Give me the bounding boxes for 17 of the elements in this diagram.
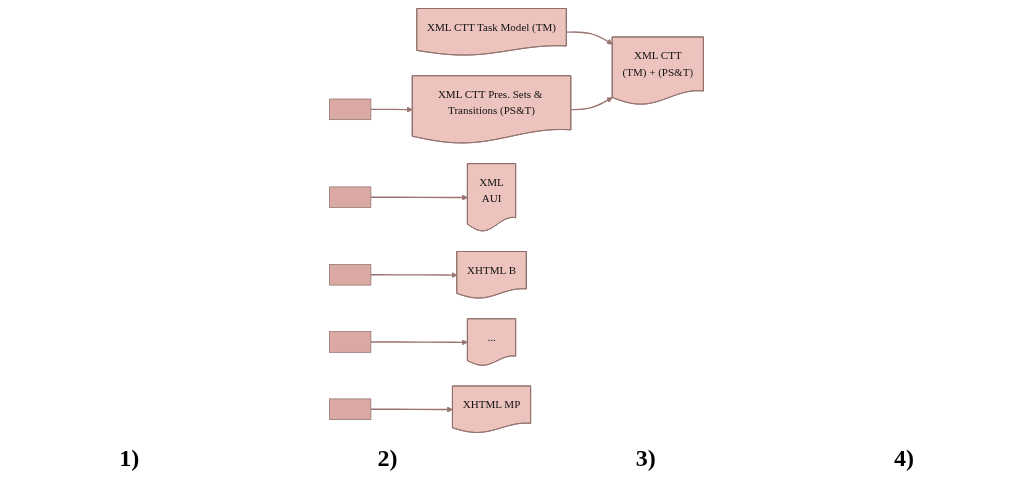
- node-bar: [329, 98, 372, 120]
- node-bar: [329, 330, 372, 353]
- step-number: 1): [119, 445, 140, 472]
- arrow: [370, 194, 469, 201]
- arrow: [370, 406, 454, 413]
- step-number: 3): [635, 445, 656, 472]
- arrow: [566, 30, 613, 44]
- node-bar: [329, 263, 372, 285]
- arrow: [570, 96, 613, 110]
- arrow: [370, 338, 469, 345]
- arrow: [370, 271, 458, 278]
- step-number: 4): [893, 445, 914, 472]
- arrow: [370, 106, 413, 113]
- node-bar: [329, 186, 372, 208]
- step-number: 2): [377, 445, 398, 472]
- node-bar: [329, 398, 372, 420]
- flow-diagram: XML CTT Task Model (TM) XML CTT Pres. Sets & Transitions (PS&T) XML CTT (TM) + (PS&T) XML AUI XHTML B ... XHTML MP: [324, 2, 709, 438]
